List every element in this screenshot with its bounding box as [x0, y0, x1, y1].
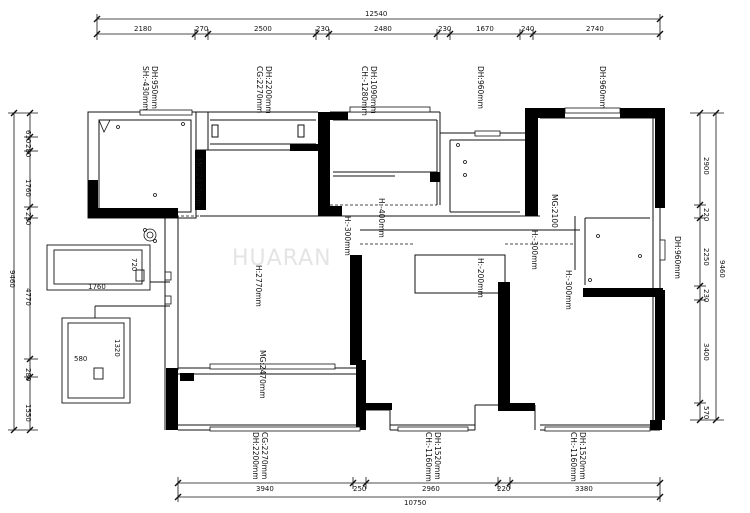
- fixtures: [98, 119, 642, 305]
- label-b3-ch: CH:-1160mm: [569, 432, 578, 482]
- label-h5: H:-300mm: [564, 270, 573, 310]
- dim-left: 4770: [24, 288, 32, 306]
- room-labels: DH:950mm SH:-430mm DH:2200mm CG:2270mm D…: [141, 66, 682, 482]
- dim-left: 280: [24, 144, 32, 157]
- dim-top: 270: [195, 25, 208, 33]
- dim-left: 1760: [24, 179, 32, 197]
- label-h3: H:-200mm: [476, 258, 485, 298]
- dim-bottom: 3380: [575, 485, 593, 493]
- label-b1-dh: DH:2200mm: [251, 432, 260, 480]
- bottom-ticks: [174, 479, 664, 501]
- label-r2-cg: CG:2270mm: [255, 66, 264, 113]
- label-r5-dh: DH:960mm: [598, 66, 607, 109]
- dim-left: 1550: [24, 404, 32, 422]
- thick-walls: [88, 108, 665, 430]
- dim-left: 230: [24, 212, 32, 225]
- label-r4-dh: DH:960mm: [476, 66, 485, 109]
- dim-right-total: 9460: [718, 260, 726, 278]
- label-b2-ch: CH:-1160mm: [424, 432, 433, 482]
- label-r2-dh: DH:2200mm: [264, 66, 273, 114]
- windows: [139, 106, 666, 432]
- dim-top: 2740: [586, 25, 604, 33]
- label-r1-sh: SH:-430mm: [141, 66, 150, 111]
- label-mg3: MG:2470mm: [258, 350, 267, 399]
- label-h2: H:-300mm: [343, 216, 352, 256]
- dim-bottom-total: 10750: [404, 499, 426, 507]
- stair-dim: 1760: [88, 283, 106, 291]
- label-r3-dh: DH:1090mm: [369, 66, 378, 114]
- dim-right: 570: [702, 406, 710, 419]
- dim-right: 2250: [702, 248, 710, 266]
- top-dimensions: [96, 14, 661, 40]
- label-mg2: MG:2100: [550, 194, 559, 228]
- dim-top: 1670: [476, 25, 494, 33]
- dim-top: 230: [438, 25, 451, 33]
- dim-bottom: 220: [497, 485, 510, 493]
- label-dh-right: DH:960mm: [673, 236, 682, 279]
- dim-left-total: 9460: [8, 270, 16, 288]
- label-h1: H:-400mm: [377, 198, 386, 238]
- dim-left: 280: [24, 368, 32, 381]
- label-b2-dh: DH:1520mm: [433, 432, 442, 480]
- dim-right: 3400: [702, 343, 710, 361]
- dim-bottom: 2960: [422, 485, 440, 493]
- dim-top-total: 12540: [365, 10, 387, 18]
- dim-top: 240: [521, 25, 534, 33]
- label-r3-ch: CH:-1280mm: [360, 66, 369, 116]
- dim-bottom: 3940: [256, 485, 274, 493]
- watermark: HUARAN: [232, 246, 332, 271]
- label-b1-cg: CG:2270mm: [260, 432, 269, 479]
- external-boxes: [46, 244, 170, 404]
- dim-top: 2500: [254, 25, 272, 33]
- left-ticks: [10, 109, 34, 434]
- right-dimensions: [690, 112, 724, 421]
- label-h4: H:-300mm: [530, 230, 539, 270]
- opening-lines: [176, 204, 575, 245]
- dim-top: 2180: [134, 25, 152, 33]
- dim-left: 610: [24, 130, 32, 143]
- stair-dim: 580: [74, 355, 87, 363]
- label-living-h: H:2770mm: [254, 265, 263, 307]
- label-b3-dh: DH:1520mm: [578, 432, 587, 480]
- stair-dim: 720: [130, 258, 138, 271]
- top-ticks: [93, 15, 664, 38]
- dim-top: 230: [316, 25, 329, 33]
- dim-bottom: 250: [353, 485, 366, 493]
- stair-dim: 1320: [113, 339, 121, 357]
- dim-right: 220: [702, 208, 710, 221]
- label-r1-dh: DH:950mm: [150, 66, 159, 109]
- right-ticks: [696, 109, 720, 424]
- label-mg1: MG:2470mm: [194, 158, 203, 207]
- dim-top: 2480: [374, 25, 392, 33]
- dim-right: 230: [702, 289, 710, 302]
- dim-right: 2900: [702, 157, 710, 175]
